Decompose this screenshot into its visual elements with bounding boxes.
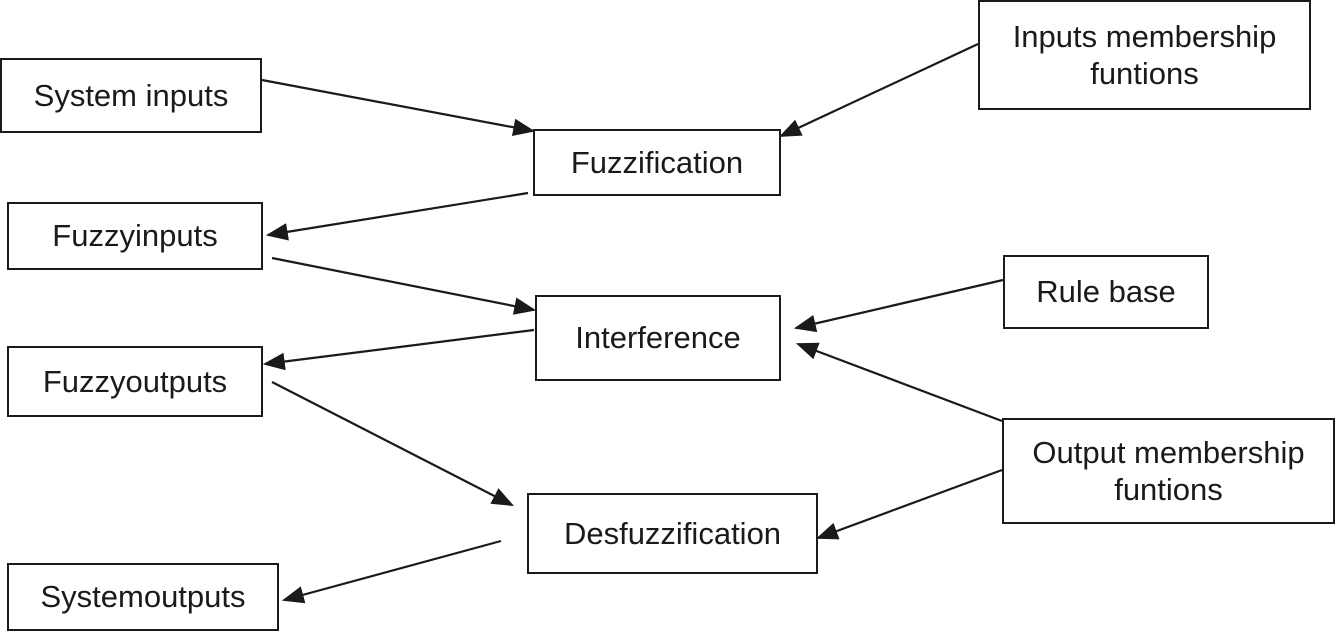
arrow-rule-base-to-interference bbox=[793, 278, 1004, 333]
interference-label: Interference bbox=[575, 320, 741, 356]
rule-base-label: Rule base bbox=[1036, 274, 1176, 310]
arrow-fuzzyinputs-to-interference bbox=[271, 256, 537, 315]
interference-box: Interference bbox=[535, 295, 781, 381]
arrow-system-inputs-to-fuzzification bbox=[261, 78, 536, 136]
inputs-membership-label-line2: funtions bbox=[1090, 56, 1199, 91]
arrow-desfuzzification-to-systemoutputs bbox=[281, 539, 502, 604]
arrow-fuzzification-to-fuzzyinputs bbox=[265, 191, 529, 241]
fuzzy-inputs-box: Fuzzyinputs bbox=[7, 202, 263, 270]
inputs-membership-functions-box: Inputs membership funtions bbox=[978, 0, 1311, 110]
system-inputs-box: System inputs bbox=[0, 58, 262, 133]
arrow-interference-to-fuzzyoutputs bbox=[262, 328, 535, 371]
output-membership-functions-box: Output membership funtions bbox=[1002, 418, 1335, 524]
system-inputs-label: System inputs bbox=[33, 77, 229, 113]
arrow-output-membership-to-desfuzzification bbox=[815, 468, 1003, 540]
output-membership-label-line1: Output membership bbox=[1032, 434, 1305, 470]
arrow-inputs-membership-to-fuzzification bbox=[779, 43, 979, 137]
arrow-fuzzyoutputs-to-desfuzzification bbox=[271, 381, 514, 507]
system-outputs-label: Systemoutputs bbox=[40, 579, 246, 615]
fuzzy-outputs-label: Fuzzyoutputs bbox=[42, 363, 228, 399]
arrow-output-membership-to-interference bbox=[795, 342, 1003, 423]
fuzzy-inputs-label: Fuzzyinputs bbox=[52, 218, 218, 254]
fuzzification-box: Fuzzification bbox=[533, 129, 781, 196]
fuzzy-outputs-box: Fuzzyoutputs bbox=[7, 346, 263, 417]
desfuzzification-box: Desfuzzification bbox=[527, 493, 818, 574]
rule-base-box: Rule base bbox=[1003, 255, 1209, 329]
fuzzification-label: Fuzzification bbox=[570, 144, 744, 180]
output-membership-label-line2: funtions bbox=[1114, 472, 1223, 507]
inputs-membership-label-line1: Inputs membership bbox=[1012, 18, 1277, 54]
desfuzzification-label: Desfuzzification bbox=[563, 515, 782, 551]
system-outputs-box: Systemoutputs bbox=[7, 563, 279, 631]
